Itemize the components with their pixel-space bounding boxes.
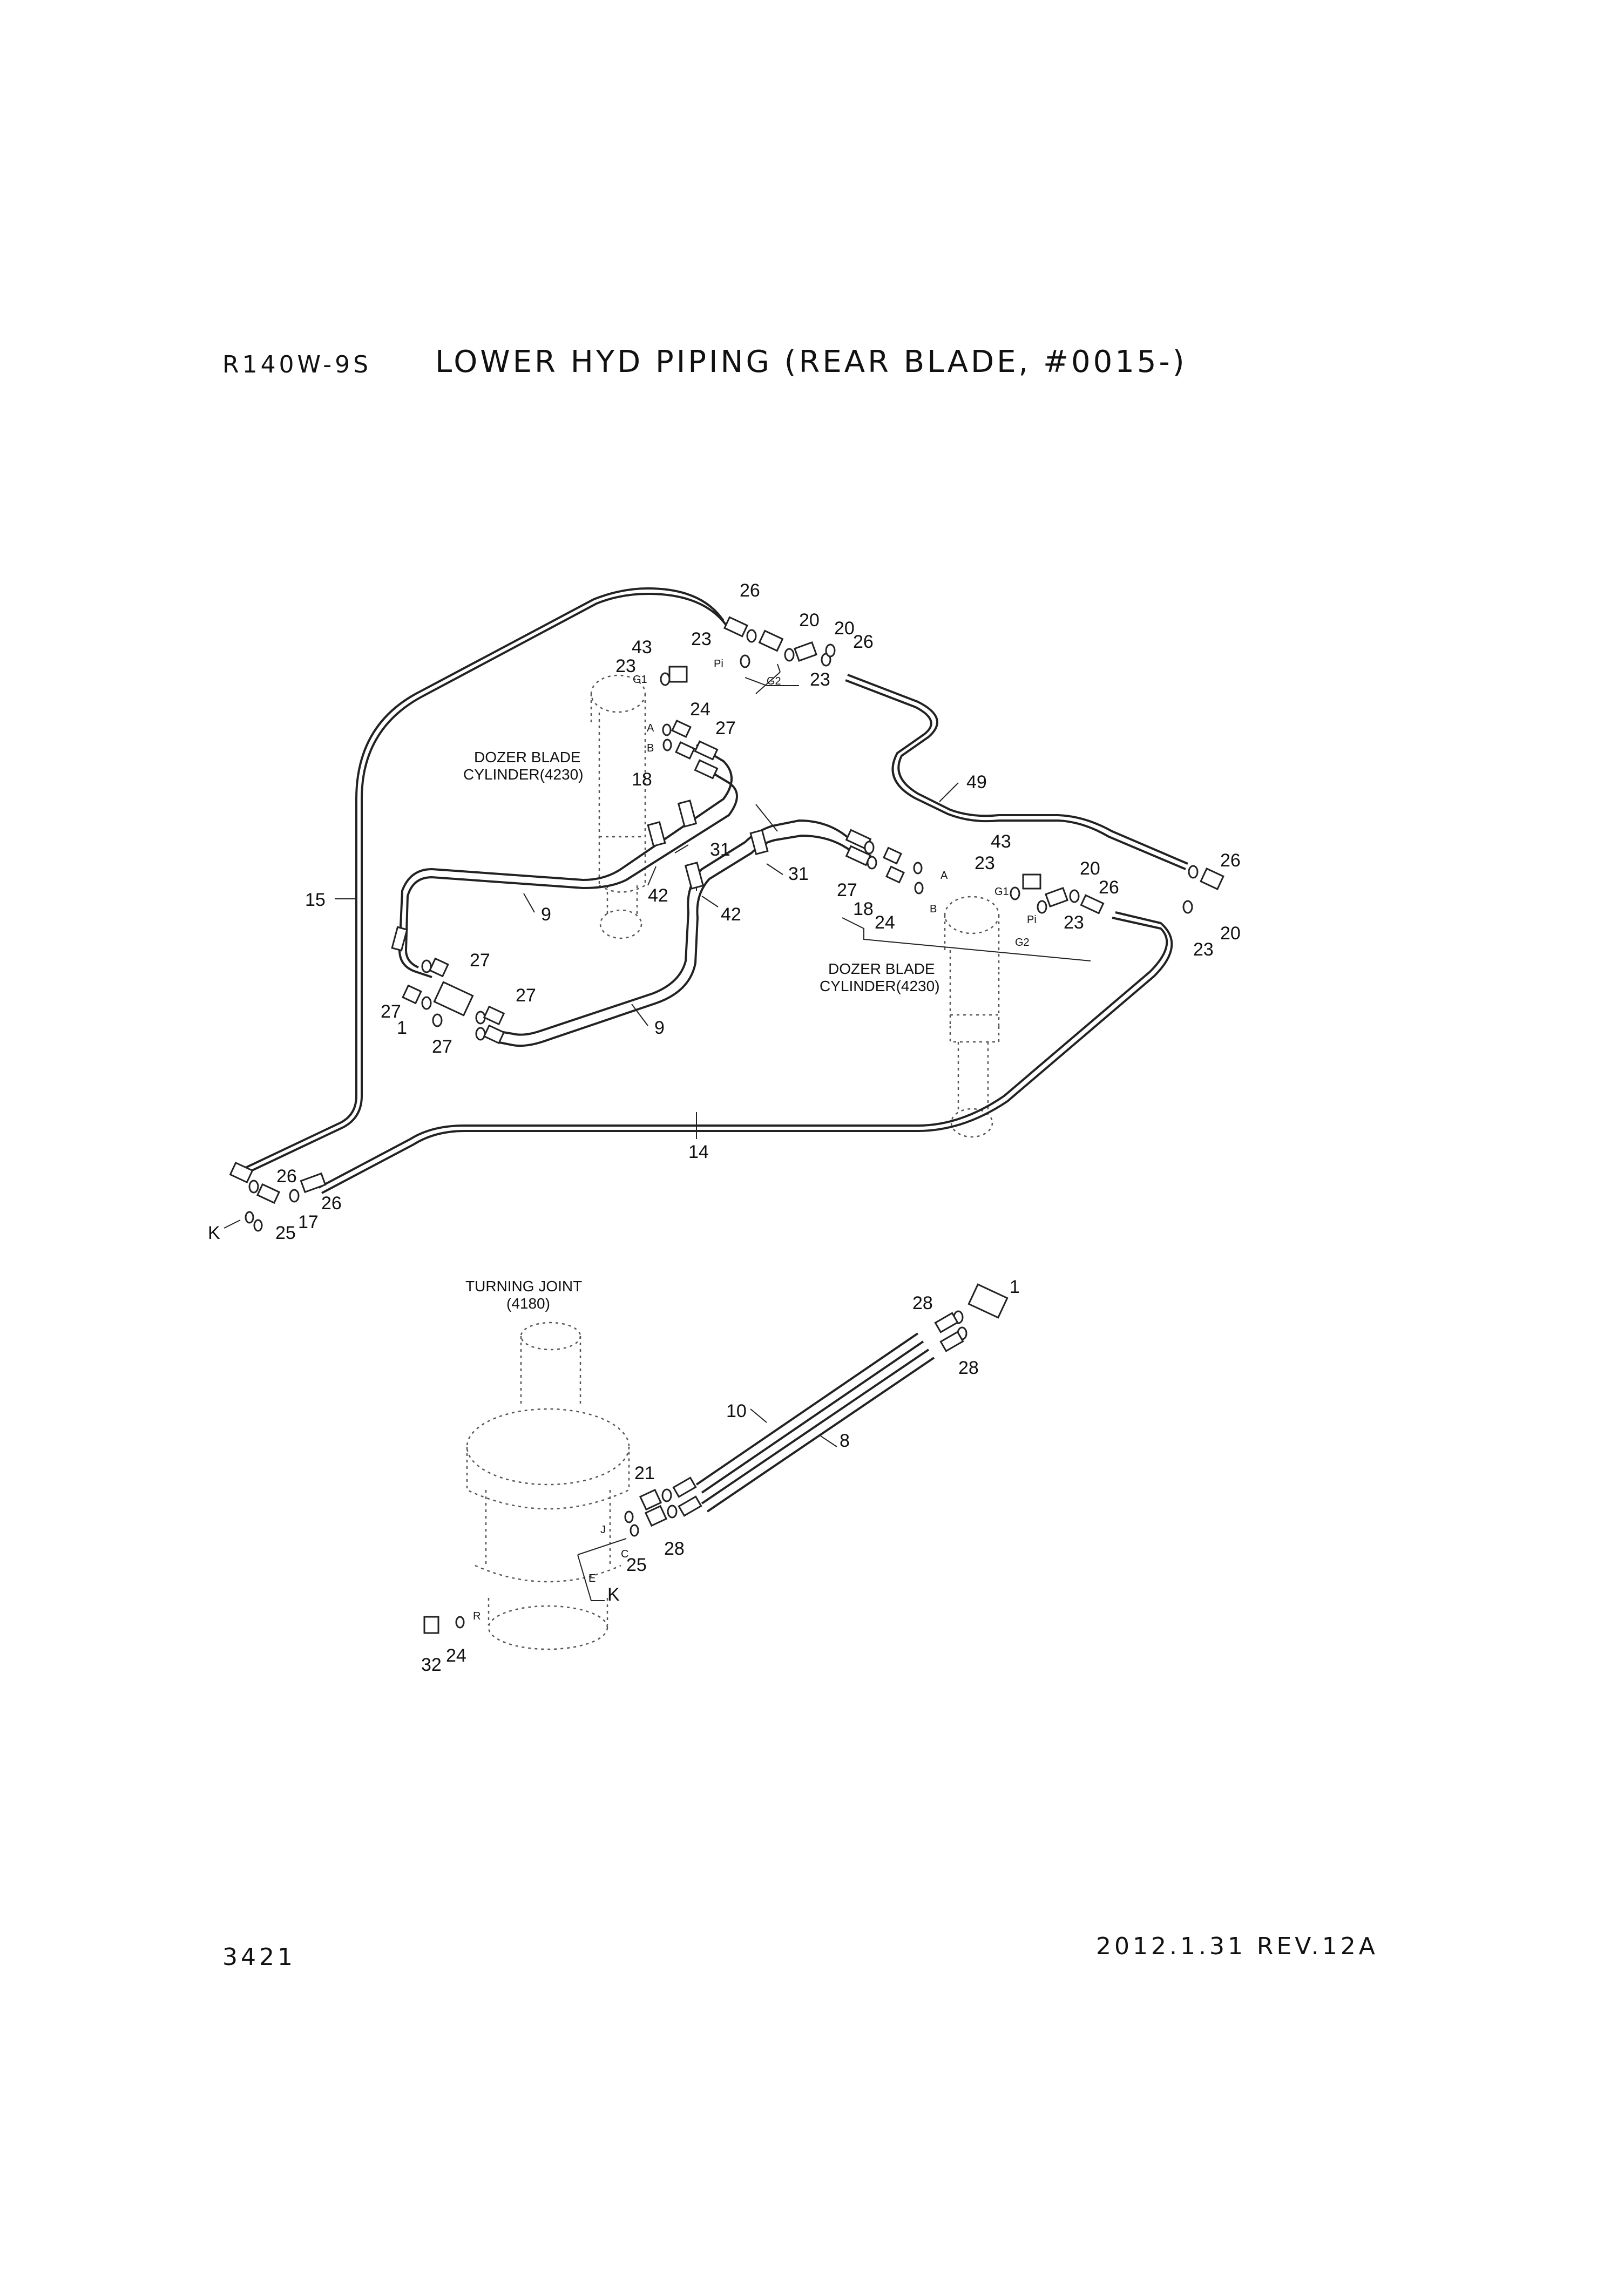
svg-text:10: 10 [726, 1401, 747, 1421]
svg-text:26: 26 [276, 1166, 297, 1187]
svg-text:1: 1 [1010, 1277, 1020, 1297]
svg-text:20: 20 [1080, 858, 1100, 879]
left-dozer-cylinder [590, 674, 646, 939]
fittings [229, 616, 1224, 1634]
svg-text:24: 24 [875, 912, 895, 933]
svg-text:G2: G2 [767, 675, 781, 687]
svg-text:25: 25 [626, 1555, 647, 1575]
svg-text:18: 18 [853, 899, 874, 919]
svg-text:26: 26 [1220, 850, 1241, 871]
right-cylinder-label-2: CYLINDER(4230) [820, 978, 940, 994]
hose-49 [847, 674, 1188, 865]
svg-text:9: 9 [654, 1018, 665, 1038]
svg-text:G1: G1 [633, 674, 647, 686]
svg-text:B: B [647, 742, 654, 754]
svg-text:15: 15 [305, 890, 326, 910]
svg-text:14: 14 [688, 1142, 709, 1162]
svg-text:42: 42 [721, 904, 741, 925]
svg-text:26: 26 [740, 580, 760, 601]
svg-text:42: 42 [648, 885, 668, 906]
svg-text:24: 24 [690, 699, 710, 720]
svg-text:K: K [208, 1223, 220, 1243]
svg-text:G2: G2 [1015, 937, 1030, 948]
svg-text:A: A [940, 870, 948, 882]
svg-text:28: 28 [912, 1293, 933, 1313]
svg-text:20: 20 [799, 610, 820, 631]
hose-15 [237, 587, 725, 1173]
svg-text:31: 31 [710, 839, 730, 860]
svg-text:26: 26 [321, 1193, 342, 1214]
svg-text:20: 20 [834, 618, 855, 639]
svg-text:C: C [621, 1548, 628, 1560]
svg-text:23: 23 [615, 656, 636, 676]
hose-14 [318, 917, 1168, 1189]
port-labels: G1 Pi G2 A B A B G1 Pi G2 J C E R [473, 658, 1037, 1622]
svg-text:20: 20 [1220, 923, 1241, 944]
svg-text:K: K [607, 1584, 620, 1605]
page-number: 3421 [222, 1943, 296, 1971]
left-cylinder-label-1: DOZER BLADE [474, 749, 581, 765]
leader-lines [224, 663, 1091, 1601]
svg-text:23: 23 [1064, 912, 1084, 933]
svg-text:Pi: Pi [1027, 914, 1037, 926]
svg-text:17: 17 [298, 1212, 319, 1232]
hose-9-pair [398, 744, 861, 1047]
svg-text:32: 32 [421, 1655, 442, 1675]
svg-text:25: 25 [275, 1223, 296, 1243]
svg-text:Pi: Pi [714, 658, 723, 670]
svg-text:28: 28 [958, 1358, 979, 1378]
svg-text:26: 26 [1099, 877, 1119, 898]
turning-joint [466, 1322, 630, 1650]
svg-text:43: 43 [991, 831, 1011, 852]
svg-text:27: 27 [516, 985, 536, 1006]
model-code: R140W-9S [222, 351, 372, 378]
svg-text:8: 8 [840, 1431, 850, 1451]
revision-date: 2012.1.31 REV.12A [1096, 1933, 1378, 1960]
svg-text:31: 31 [788, 864, 809, 884]
hoses-8-10 [695, 1332, 935, 1513]
svg-text:G1: G1 [994, 886, 1009, 898]
svg-text:9: 9 [541, 904, 551, 925]
svg-text:23: 23 [810, 669, 830, 690]
svg-text:B: B [930, 903, 937, 915]
svg-text:27: 27 [715, 718, 736, 739]
turning-joint-label-1: TURNING JOINT [465, 1278, 582, 1295]
svg-text:43: 43 [632, 637, 652, 658]
svg-text:27: 27 [470, 950, 490, 971]
callout-numbers: 26 20 20 26 43 23 23 23 24 27 18 49 31 3… [208, 580, 1241, 1675]
svg-text:26: 26 [853, 632, 874, 652]
left-cylinder-label-2: CYLINDER(4230) [463, 766, 584, 783]
svg-text:21: 21 [634, 1463, 655, 1483]
svg-text:18: 18 [632, 769, 652, 790]
svg-text:27: 27 [381, 1001, 401, 1022]
svg-text:A: A [647, 722, 654, 734]
page-title: LOWER HYD PIPING (REAR BLADE, #0015-) [435, 344, 1187, 380]
svg-text:23: 23 [1193, 939, 1214, 960]
svg-text:27: 27 [432, 1036, 452, 1057]
svg-text:E: E [588, 1573, 596, 1584]
svg-text:R: R [473, 1610, 481, 1622]
right-cylinder-label-1: DOZER BLADE [828, 960, 935, 977]
right-dozer-cylinder [944, 896, 1000, 1138]
svg-text:23: 23 [975, 853, 995, 873]
svg-text:28: 28 [664, 1539, 685, 1559]
svg-text:27: 27 [837, 880, 857, 900]
turning-joint-label-2: (4180) [506, 1295, 550, 1312]
svg-text:23: 23 [691, 629, 712, 649]
svg-text:24: 24 [446, 1645, 466, 1666]
svg-text:1: 1 [397, 1018, 407, 1038]
svg-text:J: J [600, 1524, 606, 1536]
svg-text:49: 49 [966, 772, 987, 792]
